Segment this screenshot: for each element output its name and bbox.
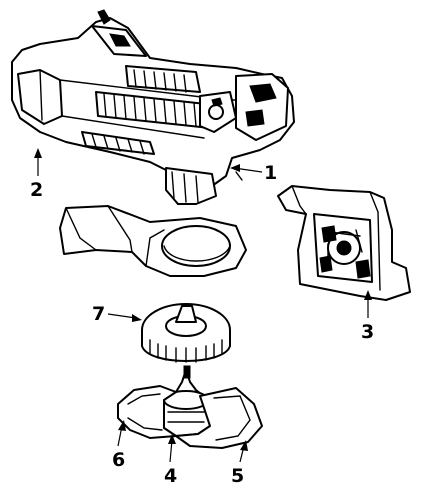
callout-7: 7 [92, 303, 105, 325]
callout-2: 2 [30, 179, 43, 201]
heater-core [125, 65, 201, 93]
callout-5: 5 [231, 465, 244, 487]
mounting-plate [175, 387, 263, 449]
control-module [277, 185, 411, 301]
blower-wheel [141, 303, 231, 363]
callout-leaders [34, 148, 372, 463]
callout-1: 1 [264, 162, 277, 184]
evaporator-core [95, 91, 211, 129]
callout-4: 4 [164, 465, 177, 487]
hvac-housing-assembly [11, 9, 295, 205]
callout-6: 6 [112, 449, 125, 471]
callout-3: 3 [361, 321, 374, 343]
blower-housing [59, 205, 247, 277]
motor-seal [117, 385, 177, 439]
